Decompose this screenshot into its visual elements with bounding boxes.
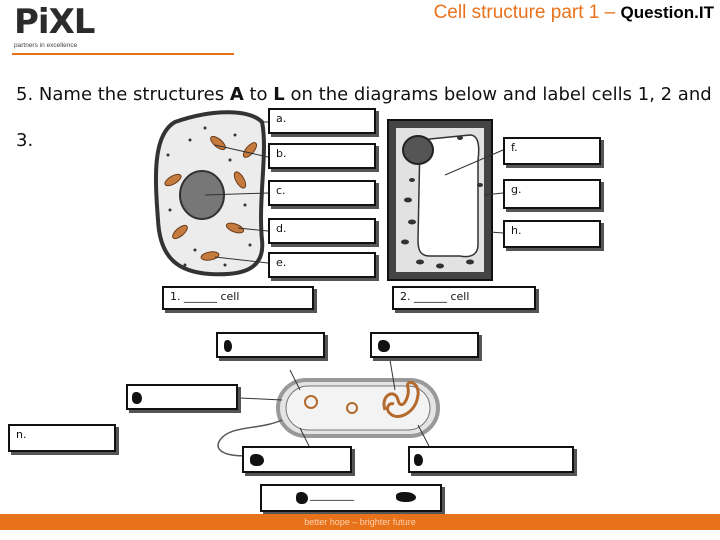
label-box-a[interactable]: a.: [268, 108, 376, 134]
label-a: a.: [276, 112, 287, 125]
vacuole: [417, 134, 480, 258]
logo-text: PiXL: [14, 2, 95, 42]
animal-cell-diagram: [153, 110, 269, 277]
nucleus: [179, 170, 225, 220]
label-box-c[interactable]: c.: [268, 180, 376, 206]
question-text-after: on the diagrams below and label cells 1,…: [16, 84, 712, 151]
redacted-letter: [414, 454, 423, 466]
label-box-e[interactable]: e.: [268, 252, 376, 278]
page-title: Cell structure part 1 – Question.IT: [434, 2, 714, 24]
label-b: b.: [276, 147, 287, 160]
redacted-letter: [132, 392, 142, 404]
label-box-k[interactable]: [126, 384, 238, 410]
label-c: c.: [276, 184, 286, 197]
label-box-f[interactable]: f.: [503, 137, 601, 165]
label-cell1: 1. ______ cell: [170, 290, 240, 303]
label-box-n[interactable]: n.: [8, 424, 116, 452]
letter-l: L: [273, 84, 285, 105]
redacted-letter: [224, 340, 232, 352]
label-box-l[interactable]: [242, 446, 352, 473]
title-suffix: Question.IT: [620, 3, 715, 22]
redacted-word: [396, 492, 416, 502]
logo-underline: [12, 53, 234, 55]
label-box-h[interactable]: h.: [503, 220, 601, 248]
label-box-cell1[interactable]: 1. ______ cell: [162, 286, 314, 310]
plant-nucleus: [402, 135, 434, 165]
label-d: d.: [276, 222, 287, 235]
label-box-i[interactable]: [216, 332, 325, 358]
label-box-d[interactable]: d.: [268, 218, 376, 244]
mitochondria: [164, 135, 258, 261]
label-e: e.: [276, 256, 287, 269]
logo-subtitle: partners in excellence: [14, 42, 78, 49]
label-box-m[interactable]: [408, 446, 574, 473]
redacted-letter: [296, 492, 308, 504]
question-number: 5.: [16, 84, 34, 105]
label-box-cell2[interactable]: 2. ______ cell: [392, 286, 536, 310]
label-n: n.: [16, 428, 27, 441]
plant-cell-diagram: [387, 119, 504, 281]
label-box-g[interactable]: g.: [503, 179, 601, 209]
cell3-blank: ________: [310, 488, 354, 501]
label-h: h.: [511, 224, 522, 237]
footer-bar: better hope – brighter future: [0, 514, 720, 530]
question-text: 5. Name the structures A to L on the dia…: [16, 72, 716, 164]
pixl-logo: PiXL partners in excellence: [12, 2, 237, 55]
label-g: g.: [511, 183, 522, 196]
title-main: Cell structure part 1 –: [433, 2, 616, 23]
footer-text: better hope – brighter future: [304, 517, 416, 527]
label-cell2: 2. ______ cell: [400, 290, 470, 303]
label-box-j[interactable]: [370, 332, 479, 358]
redacted-letter: [378, 340, 390, 352]
to-word: to: [249, 84, 268, 105]
label-box-cell3[interactable]: ________: [260, 484, 442, 512]
label-box-b[interactable]: b.: [268, 143, 376, 169]
bacterial-cell-diagram: [217, 359, 440, 457]
label-f: f.: [511, 141, 518, 154]
redacted-letter: [250, 454, 264, 466]
letter-a: A: [229, 84, 244, 105]
question-text-before: Name the structures: [38, 84, 225, 105]
